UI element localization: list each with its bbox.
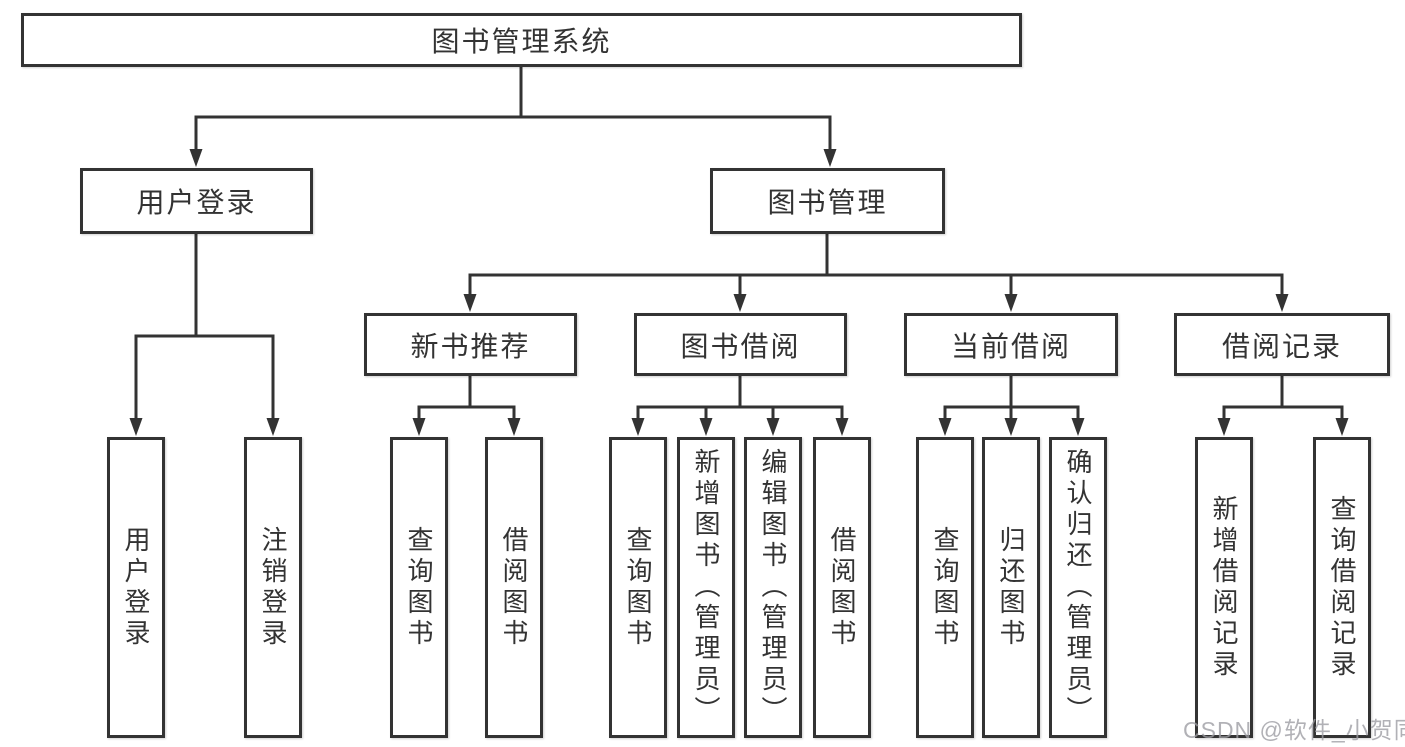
leaf-query-books-current: 查询图书 (916, 437, 974, 738)
arrowhead (938, 418, 952, 436)
arrowhead (766, 418, 780, 436)
arrowhead (412, 418, 426, 436)
connector-lines (134, 67, 1344, 423)
watermark: CSDN @软件_小贺同学 (1183, 717, 1405, 743)
arrowhead (129, 418, 143, 436)
leaf-query-borrow-record: 查询借阅记录 (1313, 437, 1371, 738)
node-new-book-recommend: 新书推荐 (364, 313, 577, 376)
leaf-edit-book-admin: 编辑图书（管理员） (744, 437, 802, 738)
arrowhead (1335, 418, 1349, 436)
arrowhead (507, 418, 521, 436)
leaf-borrow-books: 借阅图书 (813, 437, 871, 738)
leaf-user-login: 用户登录 (107, 437, 165, 738)
arrowhead (823, 149, 837, 167)
leaf-return-books: 归还图书 (982, 437, 1040, 738)
leaf-add-borrow-record: 新增借阅记录 (1195, 437, 1253, 738)
node-current-borrow: 当前借阅 (904, 313, 1118, 376)
node-book-borrow: 图书借阅 (634, 313, 847, 376)
leaf-add-book-admin: 新增图书（管理员） (677, 437, 735, 738)
arrowhead (631, 418, 645, 436)
leaf-query-books-borrow: 查询图书 (609, 437, 667, 738)
node-root: 图书管理系统 (21, 13, 1022, 67)
node-user-login: 用户登录 (80, 168, 313, 234)
arrowhead (699, 418, 713, 436)
arrowhead (1275, 294, 1289, 312)
arrowhead (189, 149, 203, 167)
arrowhead (1004, 418, 1018, 436)
node-borrow-records: 借阅记录 (1174, 313, 1390, 376)
arrowhead (1071, 418, 1085, 436)
arrowhead (266, 418, 280, 436)
arrowhead (733, 294, 747, 312)
leaf-confirm-return-admin: 确认归还（管理员） (1049, 437, 1107, 738)
arrowhead (1217, 418, 1231, 436)
leaf-query-books-recommend: 查询图书 (390, 437, 448, 738)
arrowhead (463, 294, 477, 312)
leaf-borrow-books-recommend: 借阅图书 (485, 437, 543, 738)
node-book-management: 图书管理 (710, 168, 945, 234)
arrowhead (1004, 294, 1018, 312)
arrowhead (835, 418, 849, 436)
leaf-logout: 注销登录 (244, 437, 302, 738)
